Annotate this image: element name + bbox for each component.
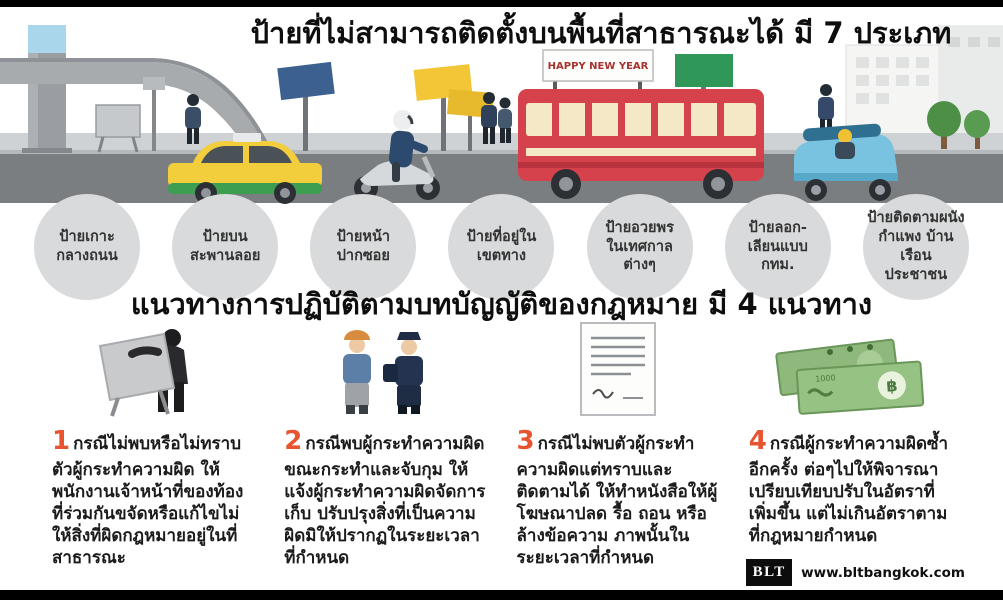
person-carrying-sign-icon [98, 329, 189, 417]
guideline-number: 4 [748, 426, 767, 456]
pedestrian [498, 97, 512, 143]
trees [927, 101, 990, 149]
bridge-blue-sign [28, 25, 66, 53]
bottom-black-bar [0, 590, 1003, 600]
guideline-number: 3 [516, 426, 535, 456]
sign-type-circle: ป้ายบน สะพานลอย [172, 194, 279, 300]
blt-logo: BLT [746, 559, 793, 586]
guideline-icon [284, 318, 486, 418]
standee-sign [95, 104, 141, 153]
legal-notice-document-icon [579, 322, 656, 416]
blue-sign [277, 61, 335, 151]
svg-text:฿: ฿ [886, 376, 898, 396]
street-scene-illustration: HAPPY NEW YEAR [0, 25, 1003, 204]
top-black-bar [0, 0, 1003, 7]
sign-type-circle: ป้ายติดตามผนัง กำแพง บ้านเรือน ประชาชน [862, 194, 969, 300]
guideline-number: 1 [52, 426, 71, 456]
sign-type-label: ป้ายอวยพร ในเทศกาล ต่างๆ [605, 219, 674, 274]
sign-type-circles: ป้ายเกาะ กลางถนน ป้ายบน สะพานลอย ป้ายหน้… [0, 194, 1003, 300]
main-title: ป้ายที่ไม่สามารถติดตั้งบนพื้นที่สาธารณะไ… [250, 16, 952, 50]
motorcycle [354, 110, 440, 200]
section-title: แนวทางการปฏิบัติตามบทบัญญัติของกฎหมาย มี… [130, 287, 873, 321]
svg-text:1000: 1000 [815, 373, 836, 383]
website-url: www.bltbangkok.com [801, 564, 965, 581]
sign-type-label: ป้ายหน้า ปากซอย [336, 229, 391, 264]
sign-type-label: ป้ายติดตามผนัง กำแพง บ้านเรือน ประชาชน [867, 210, 965, 283]
curb [0, 150, 1003, 154]
sign-type-circle: ป้ายลอก- เลียนแบบ กทม. [724, 194, 831, 300]
taxi [168, 133, 322, 204]
bus-banner-text: HAPPY NEW YEAR [548, 61, 649, 72]
bus: HAPPY NEW YEAR [518, 49, 764, 199]
sign-type-label: ป้ายเกาะ กลางถนน [56, 229, 118, 264]
blt-logo-text: BLT [752, 564, 786, 580]
sign-type-label: ป้ายที่อยู่ใน เขตทาง [466, 229, 537, 264]
worker-figure [343, 330, 372, 414]
sign-type-circle: ป้ายหน้า ปากซอย [310, 194, 417, 300]
guideline-icon [52, 318, 254, 418]
footer: BLT www.bltbangkok.com [746, 559, 965, 586]
sign-type-label: ป้ายลอก- เลียนแบบ กทม. [747, 219, 808, 274]
guideline-number: 2 [284, 426, 303, 456]
banknotes-fine-icon: ฿ 1000 [775, 338, 925, 415]
pole-sign [143, 77, 165, 151]
bus-banner: HAPPY NEW YEAR [542, 49, 654, 82]
guideline-icon [517, 318, 719, 418]
guideline-icon: ฿ 1000 [749, 318, 951, 418]
sign-type-circle: ป้ายอวยพร ในเทศกาล ต่างๆ [586, 194, 693, 300]
sign-type-circle: ป้ายเกาะ กลางถนน [34, 194, 140, 300]
tuk-tuk [794, 123, 898, 201]
worker-and-officer-icon [343, 330, 424, 414]
sign-type-circle: ป้ายที่อยู่ใน เขตทาง [448, 194, 555, 300]
pedestrian [185, 94, 201, 144]
sign-type-label: ป้ายบน สะพานลอย [189, 229, 261, 264]
officer-figure [383, 332, 424, 414]
pedestrian [481, 92, 497, 144]
